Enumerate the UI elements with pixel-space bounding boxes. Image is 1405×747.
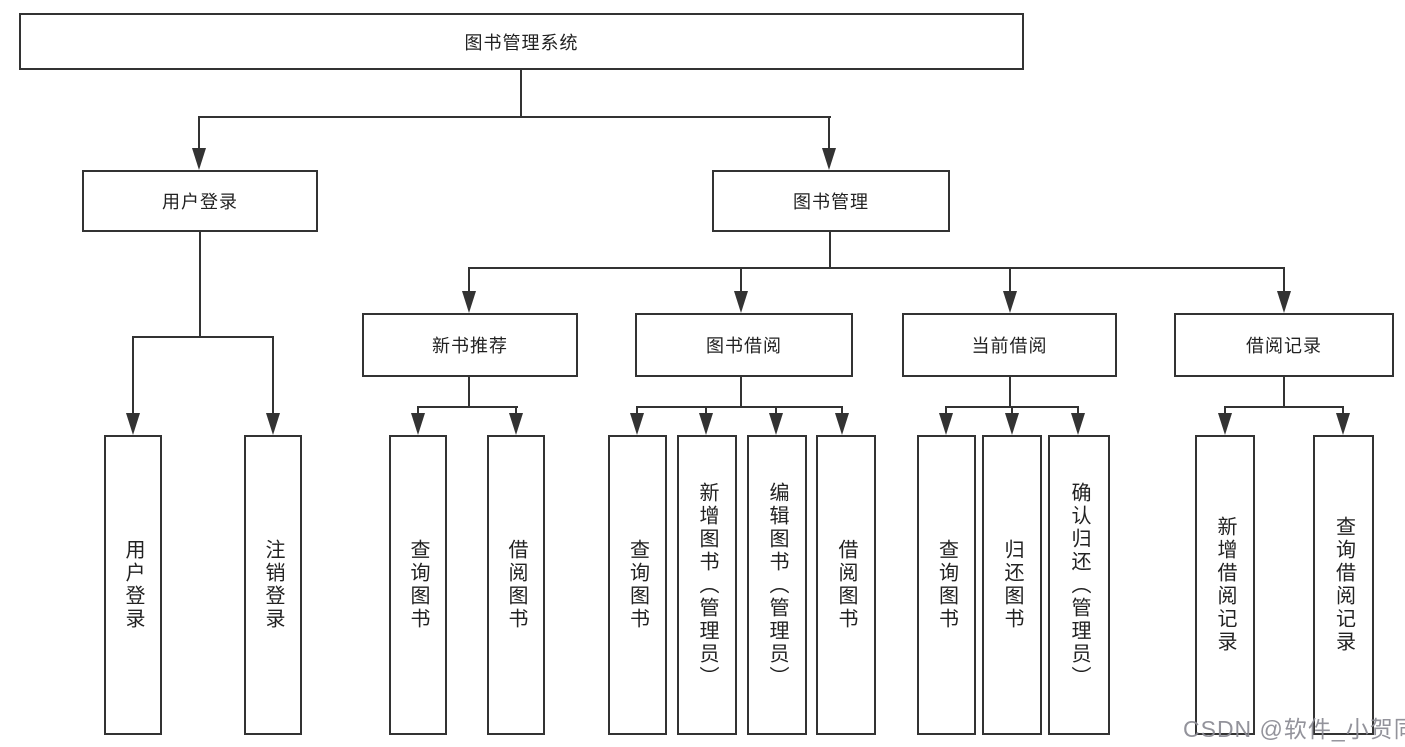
connector-line [1009,267,1011,293]
arrow-down-icon [1005,413,1019,435]
arrow-down-icon [1277,291,1291,313]
node-logout-leaf: 注销登录 [244,435,302,735]
node-borrow-records: 借阅记录 [1174,313,1394,377]
connector-line [198,116,200,150]
connector-line [829,232,831,269]
connector-line [841,406,843,416]
node-borrow-edit-books-admin: 编辑图书（管理员） [747,435,807,735]
connector-line [1077,406,1079,416]
connector-line [468,267,470,293]
connector-line [468,377,470,408]
node-user-login-leaf: 用户登录 [104,435,162,735]
connector-line [132,336,274,338]
connector-line [515,406,517,416]
node-current-return-books: 归还图书 [982,435,1042,735]
arrow-down-icon [509,413,523,435]
node-new-book-recommend: 新书推荐 [362,313,578,377]
node-current-borrow: 当前借阅 [902,313,1117,377]
node-records-query-record: 查询借阅记录 [1313,435,1374,735]
arrow-down-icon [1336,413,1350,435]
node-current-query-books: 查询图书 [917,435,976,735]
connector-line [740,267,742,293]
connector-line [1009,377,1011,408]
connector-line [417,406,518,408]
connector-line [468,267,1285,269]
connector-line [945,406,947,416]
connector-line [132,336,134,415]
node-borrow-query-books: 查询图书 [608,435,667,735]
node-book-management-system: 图书管理系统 [19,13,1024,70]
arrow-down-icon [939,413,953,435]
arrow-down-icon [126,413,140,435]
connector-line [705,406,707,416]
node-book-borrow: 图书借阅 [635,313,853,377]
connector-line [740,377,742,408]
arrow-down-icon [266,413,280,435]
arrow-down-icon [630,413,644,435]
arrow-down-icon [699,413,713,435]
connector-line [1224,406,1344,408]
node-newbook-query-books: 查询图书 [389,435,447,735]
node-user-login: 用户登录 [82,170,318,232]
arrow-down-icon [411,413,425,435]
arrow-down-icon [734,291,748,313]
arrow-down-icon [462,291,476,313]
node-borrow-borrow-books: 借阅图书 [816,435,876,735]
connector-line [198,116,831,118]
connector-line [636,406,843,408]
connector-line [1283,377,1285,408]
arrow-down-icon [1071,413,1085,435]
arrow-down-icon [1218,413,1232,435]
arrow-down-icon [822,148,836,170]
connector-line [199,232,201,338]
connector-line [1011,406,1013,416]
node-book-management: 图书管理 [712,170,950,232]
connector-line [417,406,419,416]
connector-line [520,70,522,118]
connector-line [636,406,638,416]
connector-line [1224,406,1226,416]
node-borrow-add-books-admin: 新增图书（管理员） [677,435,737,735]
node-current-confirm-return-admin: 确认归还（管理员） [1048,435,1110,735]
connector-line [1283,267,1285,293]
csdn-watermark: CSDN @软件_小贺同学 [1183,716,1405,742]
arrow-down-icon [835,413,849,435]
connector-line [272,336,274,415]
arrow-down-icon [1003,291,1017,313]
arrow-down-icon [192,148,206,170]
node-newbook-borrow-books: 借阅图书 [487,435,545,735]
connector-line [828,116,830,150]
connector-line [1342,406,1344,416]
connector-line [775,406,777,416]
arrow-down-icon [769,413,783,435]
node-records-add-record: 新增借阅记录 [1195,435,1255,735]
